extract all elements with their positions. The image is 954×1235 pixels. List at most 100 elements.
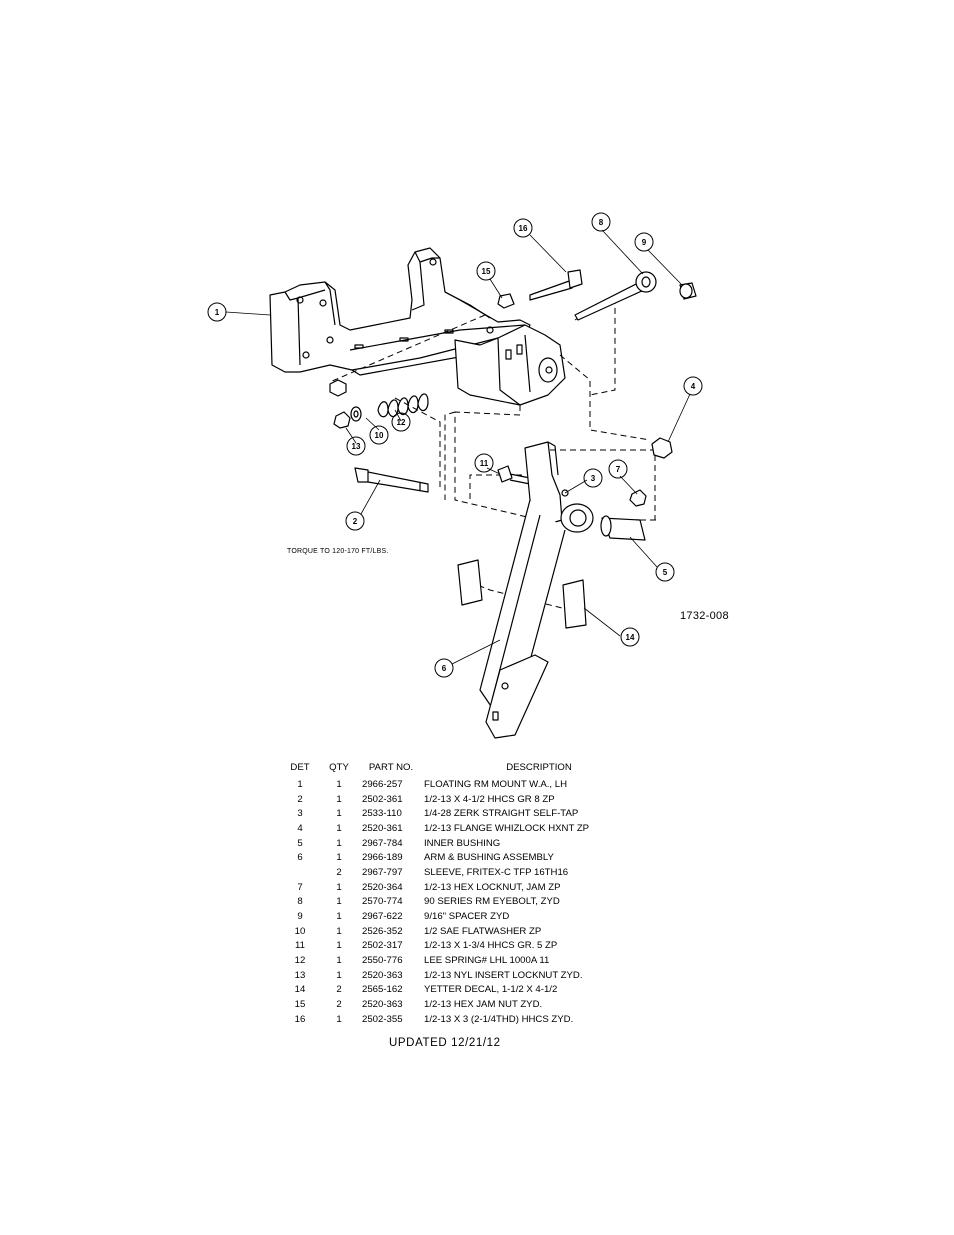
cell-description: LEE SPRING# LHL 1000A 11	[424, 955, 550, 967]
cell-description: 1/2-13 FLANGE WHIZLOCK HXNT ZP	[424, 822, 590, 834]
callout-label: 12	[397, 418, 406, 427]
table-row: 3 1 2533-110 1/4-28 ZERK STRAIGHT SELF-TAP	[282, 806, 654, 821]
exploded-parts-diagram: 1 2 3 4 5 6 7 8 9 10 11 12 13 14 15 16	[207, 212, 703, 739]
cell-description: 1/2 SAE FLATWASHER ZP	[424, 925, 542, 937]
table-header-row: DET QTY PART NO. DESCRIPTION	[282, 762, 654, 777]
callout-label: 1	[215, 308, 220, 317]
cell-description: 9/16" SPACER ZYD	[424, 911, 510, 923]
cell-qty: 1	[336, 955, 342, 967]
cell-qty: 1	[336, 969, 342, 981]
cell-qty: 1	[336, 852, 342, 864]
cell-det: 7	[297, 881, 303, 893]
cell-det: 3	[297, 808, 303, 820]
torque-note: TORQUE TO 120-170 FT/LBS.	[287, 548, 389, 555]
table-row: 16 1 2502-355 1/2-13 X 3 (2-1/4THD) HHCS ZY…	[282, 1012, 654, 1027]
cell-det: 2	[297, 793, 303, 805]
cell-det: 9	[297, 911, 303, 923]
cell-part-no: 2526-352	[362, 925, 403, 937]
cell-part-no: 2570-774	[362, 896, 403, 908]
cell-qty: 1	[336, 837, 342, 849]
callout-label: 5	[663, 568, 668, 577]
callout-label: 13	[352, 442, 361, 451]
header-qty: QTY	[329, 762, 349, 773]
header-det: DET	[290, 762, 310, 773]
cell-description: 1/2-13 X 4-1/2 HHCS GR 8 ZP	[424, 793, 555, 805]
cell-description: 1/2-13 NYL INSERT LOCKNUT ZYD.	[424, 969, 583, 981]
callout-label: 14	[626, 633, 635, 642]
cell-qty: 1	[336, 896, 342, 908]
table-row: 12 1 2550-776 LEE SPRING# LHL 1000A 11	[282, 953, 654, 968]
cell-description: 1/4-28 ZERK STRAIGHT SELF-TAP	[424, 808, 579, 820]
cell-det: 10	[294, 925, 306, 937]
cell-qty: 1	[336, 1013, 342, 1025]
cell-qty: 1	[336, 822, 342, 834]
cell-det	[282, 865, 318, 880]
cell-description: 1/2-13 X 1-3/4 HHCS GR. 5 ZP	[424, 940, 558, 952]
cell-part-no: 2966-257	[362, 778, 403, 790]
table-row: 7 1 2520-364 1/2-13 HEX LOCKNUT, JAM ZP	[282, 880, 654, 895]
header-part-no: PART NO.	[368, 762, 414, 773]
cell-description: 1/2-13 X 3 (2-1/4THD) HHCS ZYD.	[424, 1013, 574, 1025]
cell-qty: 1	[336, 881, 342, 893]
cell-det: 13	[294, 969, 306, 981]
callout-label: 10	[375, 431, 384, 440]
cell-part-no: 2502-317	[362, 940, 403, 952]
cell-qty: 1	[336, 911, 342, 923]
cell-description: YETTER DECAL, 1-1/2 X 4-1/2	[424, 984, 558, 996]
cell-qty: 2	[336, 866, 342, 878]
cell-part-no: 2565-162	[362, 984, 403, 996]
cell-description: SLEEVE, FRITEX-C TFP 16TH16	[424, 866, 569, 878]
table-row: 2 1 2502-361 1/2-13 X 4-1/2 HHCS GR 8 ZP	[282, 792, 654, 807]
cell-det: 6	[297, 852, 303, 864]
cell-qty: 1	[336, 808, 342, 820]
callout-label: 15	[482, 267, 491, 276]
cell-part-no: 2967-622	[362, 911, 403, 923]
hex-bolt-part	[354, 467, 429, 493]
updated-date: UPDATED 12/21/12	[389, 1037, 501, 1049]
cell-part-no: 2550-776	[362, 955, 403, 967]
table-row: 6 1 2966-189 ARM & BUSHING ASSEMBLY	[282, 850, 654, 865]
cell-description: INNER BUSHING	[424, 837, 501, 849]
table-row: 2 2967-797 SLEEVE, FRITEX-C TFP 16TH16	[282, 865, 654, 880]
header-description: DESCRIPTION	[506, 762, 572, 773]
cell-det: 5	[297, 837, 303, 849]
cell-part-no: 2533-110	[362, 808, 402, 820]
cell-part-no: 2520-363	[362, 999, 403, 1011]
table-row: 9 1 2967-622 9/16" SPACER ZYD	[282, 909, 654, 924]
cell-qty: 1	[336, 778, 342, 790]
cell-det: 4	[297, 822, 303, 834]
callout-label: 16	[519, 224, 528, 233]
cell-part-no: 2502-355	[362, 1013, 403, 1025]
cell-qty: 1	[336, 793, 342, 805]
cell-description: 90 SERIES RM EYEBOLT, ZYD	[424, 896, 560, 908]
cell-description: 1/2-13 HEX LOCKNUT, JAM ZP	[424, 881, 561, 893]
cell-part-no: 2967-797	[362, 866, 403, 878]
callout-label: 6	[442, 664, 447, 673]
callout-label: 3	[591, 474, 596, 483]
mount-bracket-part	[269, 247, 566, 406]
cell-part-no: 2966-189	[362, 852, 403, 864]
table-row: 5 1 2967-784 INNER BUSHING	[282, 836, 654, 851]
callout-label: 2	[353, 517, 358, 526]
cell-qty: 1	[336, 925, 342, 937]
cell-qty: 2	[336, 984, 342, 996]
cell-det: 12	[294, 955, 306, 967]
cell-det: 15	[294, 999, 306, 1011]
figure-id: 1732-008	[680, 610, 729, 622]
cell-description: 1/2-13 HEX JAM NUT ZYD.	[424, 999, 543, 1011]
cell-description: FLOATING RM MOUNT W.A., LH	[424, 778, 568, 790]
cell-part-no: 2520-364	[362, 881, 403, 893]
cell-det: 11	[295, 940, 305, 952]
cell-description: ARM & BUSHING ASSEMBLY	[424, 852, 554, 864]
arm-assembly-part	[479, 441, 594, 739]
cell-part-no: 2502-361	[362, 793, 403, 805]
cell-det: 16	[294, 1013, 306, 1025]
cell-part-no: 2520-363	[362, 969, 403, 981]
cell-part-no: 2967-784	[362, 837, 403, 849]
